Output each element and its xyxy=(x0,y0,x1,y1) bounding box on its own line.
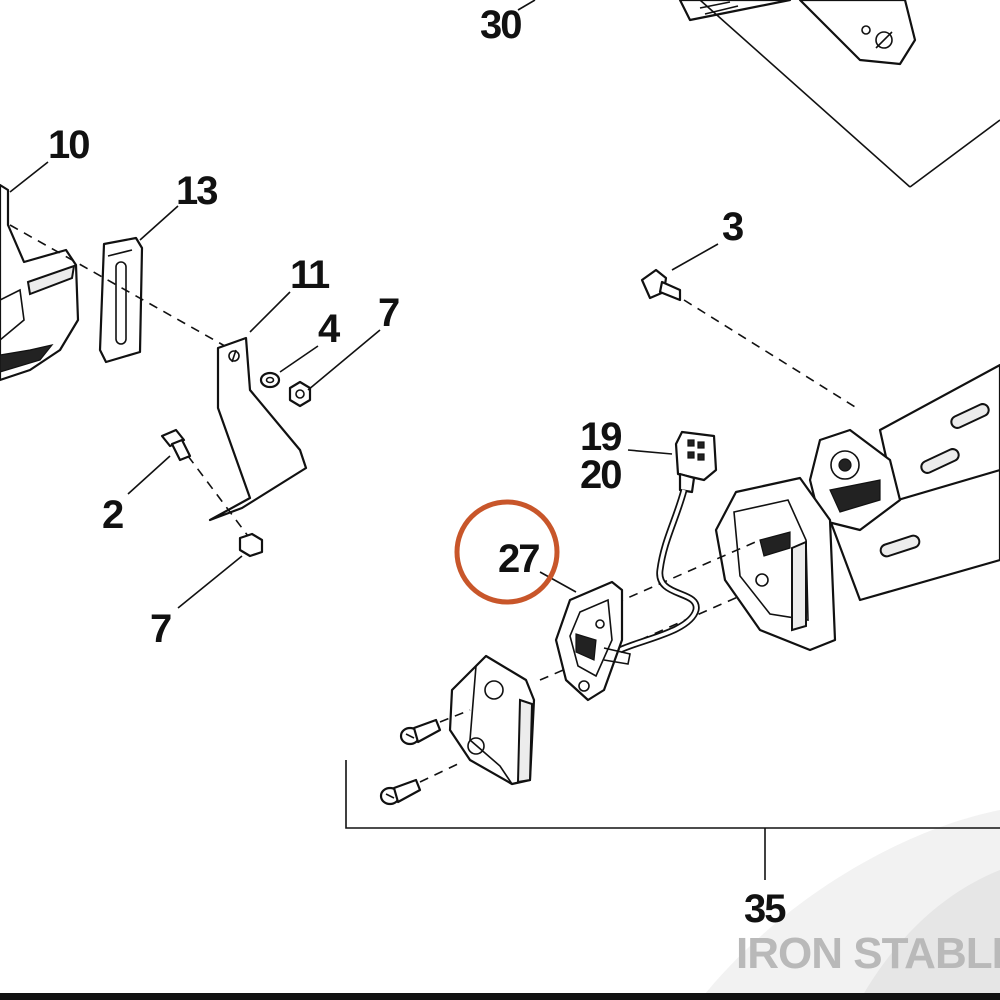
callout-20: 20 xyxy=(580,453,621,497)
callout-4: 4 xyxy=(318,307,341,351)
assembly-line-screw-upper xyxy=(439,709,471,723)
highlight-ring-27 xyxy=(454,499,560,605)
part-4-washer xyxy=(259,371,281,389)
end-cap-screw-upper xyxy=(399,718,442,746)
leader-27 xyxy=(539,571,577,593)
leader-3 xyxy=(671,243,719,271)
part-11-bent-bracket xyxy=(208,336,308,522)
part-27-switch-plate xyxy=(554,580,631,702)
callout-35: 35 xyxy=(744,887,786,931)
bottom-border xyxy=(0,993,1000,1000)
connector-wire-inner xyxy=(619,489,698,652)
leader-7-upper xyxy=(307,329,381,391)
callout-3: 3 xyxy=(722,205,743,249)
leader-11 xyxy=(249,291,291,333)
leader-7-lower xyxy=(177,555,243,609)
part-13-slotted-plate xyxy=(98,236,144,364)
part-7-nut-upper xyxy=(288,380,312,408)
assembly-line-2 xyxy=(187,455,249,537)
leader-10 xyxy=(9,161,49,193)
part-3-screw xyxy=(640,268,682,302)
end-cap-plate xyxy=(448,654,536,786)
callout-27: 27 xyxy=(498,537,539,581)
callout-19: 19 xyxy=(580,415,621,459)
assembly-bracket-35 xyxy=(345,760,1000,829)
part-2-bolt xyxy=(160,428,192,462)
watermark-text: IRON STABLE xyxy=(736,929,1000,978)
part-10-housing xyxy=(0,183,80,382)
assembly-line-35-upper xyxy=(599,539,761,611)
part-35-arm-assembly xyxy=(714,363,1000,652)
leader-19-20 xyxy=(627,449,673,455)
part-19-20-connector xyxy=(674,430,718,494)
callout-10: 10 xyxy=(48,123,89,167)
callout-7-lower: 7 xyxy=(150,607,171,651)
assembly-line-3 xyxy=(683,299,861,411)
callout-11: 11 xyxy=(290,253,330,297)
part-30-bracket xyxy=(678,0,1000,188)
leader-4 xyxy=(279,345,319,373)
part-7-nut-lower xyxy=(238,532,264,558)
callout-2: 2 xyxy=(102,493,123,537)
leader-2 xyxy=(127,455,171,495)
callout-7-upper: 7 xyxy=(378,291,399,335)
leader-30 xyxy=(517,0,536,11)
connector-wire xyxy=(618,489,700,654)
end-cap-screw-lower xyxy=(379,778,422,806)
leader-13 xyxy=(139,205,179,241)
callout-13: 13 xyxy=(176,169,217,213)
watermark-swoosh-inner xyxy=(860,870,1000,1000)
assembly-line-10-11 xyxy=(9,224,233,351)
assembly-line-screw-lower xyxy=(419,761,463,783)
callout-30: 30 xyxy=(480,3,521,47)
